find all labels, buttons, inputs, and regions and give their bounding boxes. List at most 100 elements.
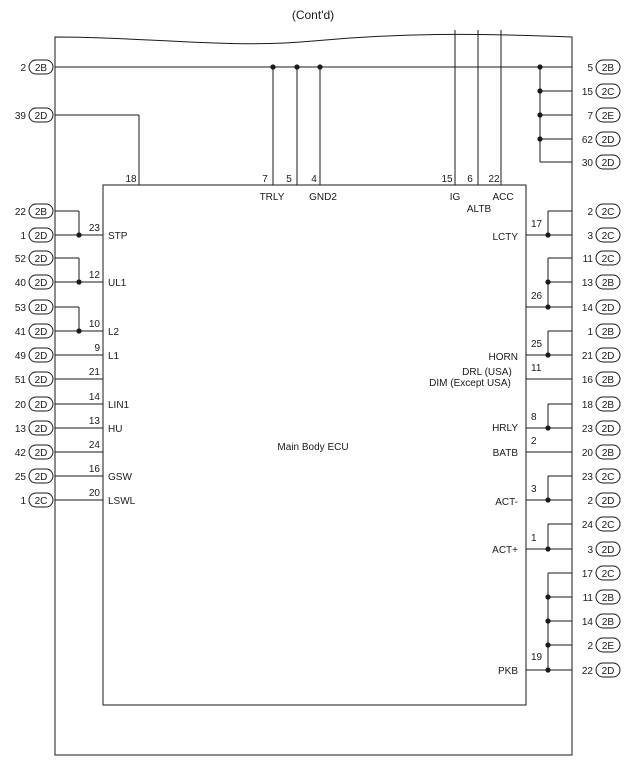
connector-code: 2C (602, 207, 615, 218)
junction-dot (317, 64, 323, 70)
junction-dot (545, 642, 551, 648)
connector-code: 2D (35, 231, 48, 242)
connector-badge (28, 59, 54, 75)
ecu-pin-number: 25 (531, 339, 543, 350)
connector-badge (595, 396, 621, 412)
ecu-pin-label: BATB (493, 448, 519, 459)
junction-dot (537, 64, 543, 70)
connector-code: 2D (35, 472, 48, 483)
connector-code: 2C (602, 569, 615, 580)
connector-left-2d: 49 2D (15, 347, 54, 363)
junction-layer (76, 64, 551, 673)
connector-code: 2D (35, 254, 48, 265)
connector-badge (595, 492, 621, 508)
ecu-pin-label: LSWL (108, 496, 136, 507)
connector-badge (28, 203, 54, 219)
connector-code: 2C (602, 472, 615, 483)
connector-badge (28, 371, 54, 387)
connector-code: 2B (35, 207, 48, 218)
connector-badge (28, 347, 54, 363)
connector-pin-number: 16 (582, 375, 594, 386)
ecu-pin-label: IG (450, 192, 461, 203)
ecu-pin-label: GND2 (309, 192, 337, 203)
connector-code: 2B (35, 63, 48, 74)
connector-badge (28, 468, 54, 484)
connector-badge (595, 203, 621, 219)
ecu-pin-number: 16 (89, 464, 101, 475)
connector-pin-number: 1 (20, 231, 26, 242)
junction-dot (545, 546, 551, 552)
connector-badge (595, 323, 621, 339)
connector-code: 2D (602, 135, 615, 146)
ecu-pin-number: 10 (89, 319, 101, 330)
connector-badge (28, 492, 54, 508)
connector-badge (595, 371, 621, 387)
ecu-pin-number: 22 (488, 174, 500, 185)
connector-badge (28, 274, 54, 290)
connector-pin-number: 22 (582, 666, 594, 677)
ecu-pin-label: L1 (108, 351, 120, 362)
junction-dot (537, 136, 543, 142)
ecu-pin-label: ACT+ (492, 545, 518, 556)
ecu-pin-label: PKB (498, 666, 518, 677)
ecu-pin-number: 14 (89, 392, 101, 403)
junction-dot (545, 425, 551, 431)
connector-pin-number: 49 (15, 351, 27, 362)
connector-pin-number: 11 (583, 254, 594, 265)
ecu-pin-number: 9 (94, 343, 100, 354)
connector-code: 2B (602, 278, 615, 289)
connector-badge (595, 444, 621, 460)
junction-dot (76, 232, 82, 238)
connector-code: 2D (602, 666, 615, 677)
connector-pin-number: 3 (587, 545, 593, 556)
ecu-pin-label: LIN1 (108, 400, 130, 411)
ecu-pin-number: 20 (89, 488, 101, 499)
junction-dot (545, 497, 551, 503)
junction-dot (76, 328, 82, 334)
ecu-pin-number: 2 (531, 436, 537, 447)
connector-pin-number: 25 (15, 472, 27, 483)
connector-badge (595, 154, 621, 170)
connector-pin-number: 7 (587, 111, 593, 122)
connector-code: 2D (602, 496, 615, 507)
ecu-pin-number: 17 (531, 219, 543, 230)
main-body-ecu-box (102, 184, 527, 706)
ecu-pin-number: 6 (467, 174, 473, 185)
connector-badge (595, 565, 621, 581)
ecu-pin-number: 15 (441, 174, 453, 185)
connector-code: 2B (602, 617, 615, 628)
junction-dot (76, 279, 82, 285)
connector-code: 2B (602, 593, 615, 604)
connector-pin-number: 3 (587, 231, 593, 242)
connector-code: 2B (602, 448, 615, 459)
connector-left-2d: 25 2D (15, 468, 54, 484)
connector-badge (28, 396, 54, 412)
connector-pin-number: 14 (582, 303, 594, 314)
junction-dot (545, 594, 551, 600)
ecu-pin-label: LCTY (492, 232, 518, 243)
connector-code: 2D (35, 351, 48, 362)
junction-dot (545, 618, 551, 624)
